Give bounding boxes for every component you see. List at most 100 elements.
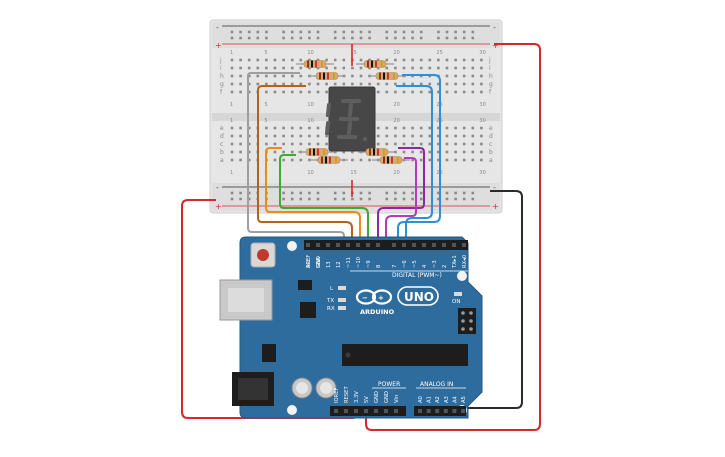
breadboard-hole[interactable] bbox=[462, 90, 466, 94]
breadboard-hole[interactable] bbox=[419, 82, 423, 86]
breadboard-hole[interactable] bbox=[419, 142, 423, 146]
breadboard-hole[interactable] bbox=[471, 82, 475, 86]
digital-pin[interactable] bbox=[326, 243, 330, 247]
breadboard-hole[interactable] bbox=[256, 58, 260, 62]
rail-hole[interactable] bbox=[419, 191, 423, 195]
breadboard-hole[interactable] bbox=[325, 66, 328, 70]
rail-hole[interactable] bbox=[308, 197, 311, 201]
breadboard-hole[interactable] bbox=[445, 126, 449, 130]
breadboard-hole[interactable] bbox=[359, 58, 363, 62]
breadboard-hole[interactable] bbox=[230, 66, 234, 70]
breadboard-hole[interactable] bbox=[333, 58, 337, 62]
breadboard-hole[interactable] bbox=[402, 126, 406, 130]
rail-hole[interactable] bbox=[299, 30, 303, 34]
rail-hole[interactable] bbox=[282, 30, 285, 34]
breadboard-hole[interactable] bbox=[299, 58, 303, 62]
breadboard-hole[interactable] bbox=[299, 66, 303, 70]
rail-hole[interactable] bbox=[247, 197, 251, 201]
power-pin[interactable] bbox=[354, 409, 358, 413]
breadboard-hole[interactable] bbox=[273, 158, 277, 162]
breadboard-hole[interactable] bbox=[230, 74, 234, 78]
breadboard-hole[interactable] bbox=[462, 150, 466, 154]
breadboard-hole[interactable] bbox=[273, 134, 277, 138]
rail-hole[interactable] bbox=[351, 30, 354, 34]
rail-hole[interactable] bbox=[308, 36, 311, 40]
power-pin[interactable] bbox=[364, 409, 368, 413]
breadboard-hole[interactable] bbox=[376, 134, 380, 138]
breadboard-hole[interactable] bbox=[402, 142, 406, 146]
breadboard-hole[interactable] bbox=[480, 82, 483, 86]
breadboard-hole[interactable] bbox=[273, 126, 277, 130]
breadboard-hole[interactable] bbox=[282, 126, 285, 130]
digital-pin[interactable] bbox=[442, 243, 446, 247]
rail-hole[interactable] bbox=[230, 30, 234, 34]
breadboard-hole[interactable] bbox=[282, 82, 285, 86]
breadboard-hole[interactable] bbox=[394, 126, 397, 130]
breadboard-hole[interactable] bbox=[273, 58, 277, 62]
breadboard-hole[interactable] bbox=[394, 66, 397, 70]
rail-hole[interactable] bbox=[411, 36, 414, 40]
breadboard-hole[interactable] bbox=[290, 134, 294, 138]
resistor[interactable] bbox=[296, 60, 334, 68]
breadboard-hole[interactable] bbox=[325, 142, 328, 146]
breadboard-hole[interactable] bbox=[445, 58, 449, 62]
breadboard-hole[interactable] bbox=[230, 58, 234, 62]
breadboard-hole[interactable] bbox=[437, 150, 440, 154]
breadboard-hole[interactable] bbox=[419, 90, 423, 94]
breadboard-hole[interactable] bbox=[273, 142, 277, 146]
rail-hole[interactable] bbox=[351, 197, 354, 201]
breadboard-hole[interactable] bbox=[239, 90, 242, 94]
digital-pin[interactable] bbox=[452, 243, 456, 247]
rail-hole[interactable] bbox=[445, 30, 449, 34]
power-pin[interactable] bbox=[334, 409, 338, 413]
rail-hole[interactable] bbox=[368, 36, 371, 40]
breadboard-hole[interactable] bbox=[445, 150, 449, 154]
rail-hole[interactable] bbox=[247, 191, 251, 195]
breadboard-hole[interactable] bbox=[462, 66, 466, 70]
breadboard-hole[interactable] bbox=[256, 82, 260, 86]
breadboard-hole[interactable] bbox=[308, 142, 311, 146]
digital-pin[interactable] bbox=[402, 243, 406, 247]
breadboard-hole[interactable] bbox=[308, 126, 311, 130]
digital-pin[interactable] bbox=[346, 243, 350, 247]
rail-hole[interactable] bbox=[419, 36, 423, 40]
breadboard-hole[interactable] bbox=[385, 66, 389, 70]
breadboard-hole[interactable] bbox=[454, 74, 457, 78]
reset-button-cap[interactable] bbox=[257, 249, 269, 261]
breadboard-hole[interactable] bbox=[265, 58, 268, 62]
analog-pin[interactable] bbox=[426, 409, 431, 413]
rail-hole[interactable] bbox=[402, 197, 406, 201]
breadboard-hole[interactable] bbox=[351, 82, 354, 86]
breadboard-hole[interactable] bbox=[402, 134, 406, 138]
breadboard-hole[interactable] bbox=[480, 126, 483, 130]
wire-blue-lower[interactable] bbox=[396, 85, 433, 246]
breadboard-hole[interactable] bbox=[368, 158, 371, 162]
breadboard-hole[interactable] bbox=[445, 74, 449, 78]
rail-hole[interactable] bbox=[368, 191, 371, 195]
rail-hole[interactable] bbox=[359, 36, 363, 40]
breadboard-hole[interactable] bbox=[462, 134, 466, 138]
breadboard-hole[interactable] bbox=[445, 142, 449, 146]
resistor[interactable] bbox=[368, 72, 406, 80]
breadboard-hole[interactable] bbox=[385, 126, 389, 130]
breadboard-hole[interactable] bbox=[239, 74, 242, 78]
breadboard-hole[interactable] bbox=[437, 142, 440, 146]
digital-pin[interactable] bbox=[376, 243, 380, 247]
breadboard-hole[interactable] bbox=[308, 90, 311, 94]
rail-hole[interactable] bbox=[290, 197, 294, 201]
breadboard-hole[interactable] bbox=[471, 150, 475, 154]
rail-hole[interactable] bbox=[333, 36, 337, 40]
rail-hole[interactable] bbox=[316, 197, 320, 201]
rail-hole[interactable] bbox=[265, 30, 268, 34]
breadboard-hole[interactable] bbox=[454, 134, 457, 138]
breadboard-hole[interactable] bbox=[342, 82, 346, 86]
breadboard-hole[interactable] bbox=[402, 58, 406, 62]
breadboard-hole[interactable] bbox=[411, 142, 414, 146]
rail-hole[interactable] bbox=[230, 36, 234, 40]
breadboard-hole[interactable] bbox=[471, 142, 475, 146]
breadboard-hole[interactable] bbox=[419, 158, 423, 162]
rail-hole[interactable] bbox=[385, 197, 389, 201]
rail-hole[interactable] bbox=[256, 30, 260, 34]
digital-pin[interactable] bbox=[462, 243, 466, 247]
